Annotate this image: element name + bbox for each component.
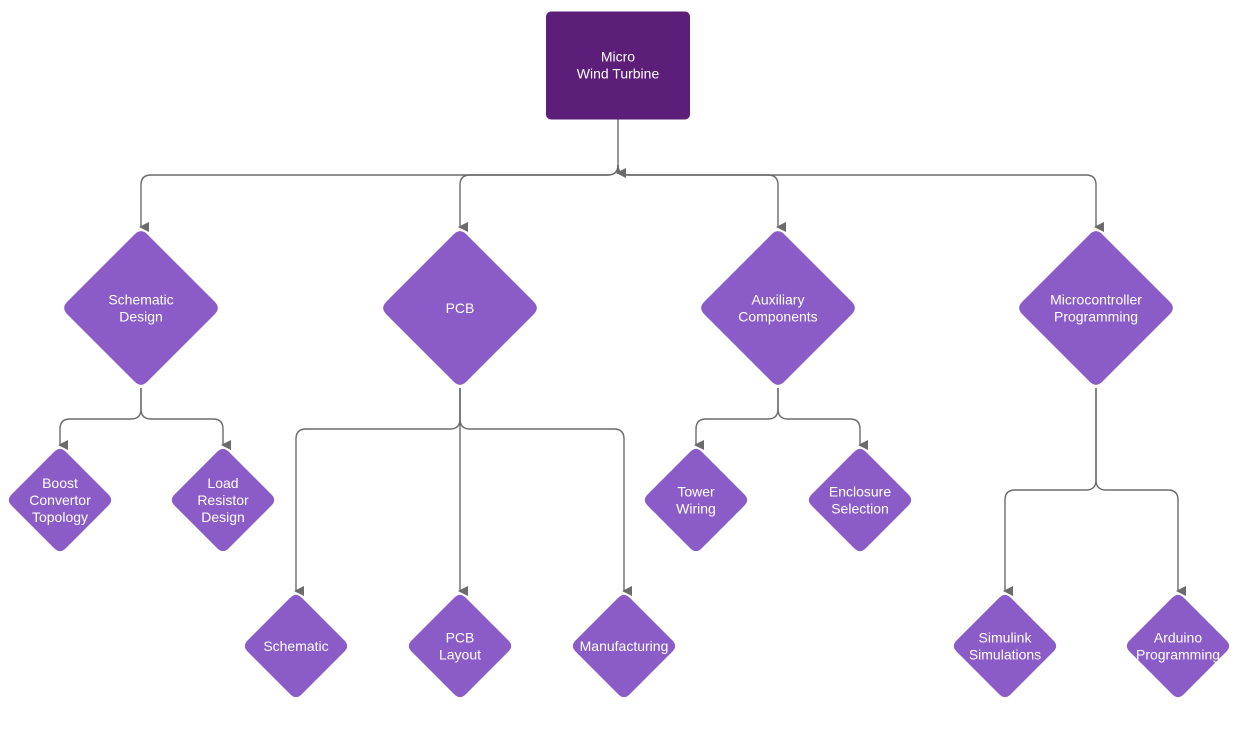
connectors [58,119,1186,596]
task-pcb-layout-label-line: Layout [439,646,481,662]
category-diamond [64,231,218,385]
task-diamond [1126,594,1230,698]
category-microcontroller-programming-label-line: Programming [1054,308,1138,324]
connector-auxiliary-components-to-enclosure-selection [777,388,868,450]
task-simulink-simulations-label-line: Simulink [979,629,1033,645]
category-microcontroller-programming-label-line: Microcontroller [1050,291,1142,307]
task-boost-convertor-topology-label-line: Boost [42,475,78,491]
task-tower-wiring-label-line: Tower [677,483,715,499]
category-node-pcb[interactable]: PCB [383,231,537,385]
category-diamond [701,231,855,385]
connector-pcb-to-manufacturing [459,388,632,596]
task-node-manufacturing[interactable]: Manufacturing [572,594,676,698]
task-schematic-label-line: Schematic [263,638,328,654]
root-node-box [546,11,690,120]
connector-schematic-design-to-boost-convertor-topology [58,388,142,450]
root-node-label-line: Wind Turbine [577,65,660,81]
task-diamond [244,594,348,698]
task-load-resistor-design-label-line: Load [207,475,238,491]
task-arduino-programming-label-line: Programming [1136,646,1220,662]
task-enclosure-selection-label-line: Enclosure [829,483,891,499]
task-node-schematic[interactable]: Schematic [244,594,348,698]
task-boost-convertor-topology-label-line: Convertor [29,492,91,508]
connector-pcb-to-schematic [294,388,461,596]
connector-root-to-microcontroller-programming [617,164,1104,232]
category-schematic-design-label-line: Schematic [108,291,173,307]
connector-schematic-design-to-load-resistor-design [140,388,231,450]
category-auxiliary-components-label-line: Components [738,308,817,324]
category-diamond [1019,231,1173,385]
task-tower-wiring-label-line: Wiring [676,500,716,516]
connector-microcontroller-programming-to-simulink-simulations [1003,388,1097,596]
task-pcb-layout-label-line: PCB [446,629,475,645]
connector-root-to-pcb [458,164,619,232]
root-node-label-line: Micro [601,48,635,64]
category-pcb-label-line: PCB [446,300,475,316]
category-diamond [383,231,537,385]
task-load-resistor-design-label-line: Design [201,509,245,525]
task-simulink-simulations-label-line: Simulations [969,646,1041,662]
task-diamond [644,448,748,552]
task-diamond [171,448,275,552]
task-diamond [8,448,112,552]
task-load-resistor-design-label-line: Resistor [197,492,249,508]
task-diamond [953,594,1057,698]
category-auxiliary-components-label-line: Auxiliary [752,291,805,307]
task-boost-convertor-topology-label-line: Topology [32,509,88,525]
task-diamond [572,594,676,698]
task-diamond [808,448,912,552]
category-schematic-design-label-line: Design [119,308,163,324]
task-diamond [408,594,512,698]
task-enclosure-selection-label-line: Selection [831,500,889,516]
task-manufacturing-label-line: Manufacturing [580,638,669,654]
task-arduino-programming-label-line: Arduino [1154,629,1202,645]
connector-auxiliary-components-to-tower-wiring [694,388,779,450]
connector-microcontroller-programming-to-arduino-programming [1095,388,1186,596]
